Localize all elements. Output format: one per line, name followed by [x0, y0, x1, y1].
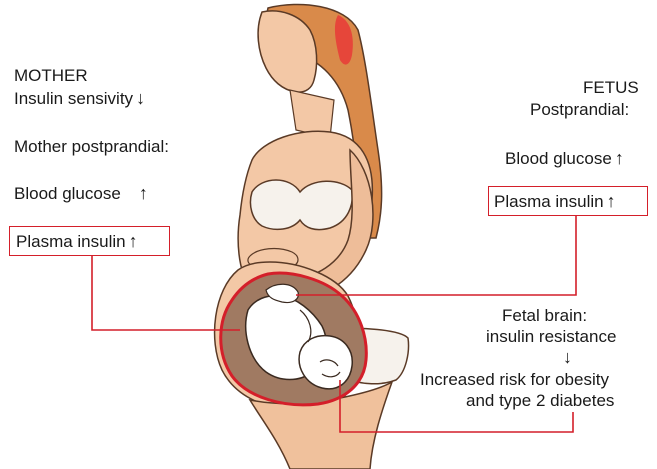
outcome-increased-risk: Increased risk for obesity	[420, 370, 609, 390]
outcome-insulin-resistance: insulin resistance	[486, 327, 616, 347]
mother-postprandial: Mother postprandial:	[14, 137, 169, 157]
outcome-fetal-brain: Fetal brain:	[502, 306, 587, 326]
fetus-plasma-insulin-label: Plasma insulin	[494, 192, 604, 211]
fetus-plasma-insulin: Plasma insulin↑	[494, 191, 616, 212]
down-arrow-icon: ↓	[563, 347, 572, 367]
up-arrow-icon: ↑	[129, 231, 138, 251]
fetus-postprandial: Postprandial:	[530, 100, 629, 120]
up-arrow-icon: ↑	[139, 183, 148, 203]
mother-plasma-insulin-label: Plasma insulin	[16, 232, 126, 251]
fetus-blood-glucose: Blood glucose↑	[505, 148, 624, 169]
fetus-blood-glucose-label: Blood glucose	[505, 149, 612, 168]
fetus-title: FETUS	[583, 78, 639, 98]
outcome-type2-diabetes: and type 2 diabetes	[466, 391, 614, 411]
down-arrow-icon: ↓	[136, 88, 145, 108]
mother-title: MOTHER	[14, 66, 88, 86]
mother-blood-glucose-label: Blood glucose	[14, 184, 121, 203]
up-arrow-icon: ↑	[607, 191, 616, 211]
up-arrow-icon: ↑	[615, 148, 624, 168]
mother-insulin-sensitivity: Insulin sensivity↓	[14, 88, 145, 109]
mother-insulin-sensitivity-label: Insulin sensivity	[14, 89, 133, 108]
mother-plasma-insulin: Plasma insulin↑	[16, 231, 138, 252]
mother-blood-glucose: Blood glucose ↑	[14, 183, 148, 204]
